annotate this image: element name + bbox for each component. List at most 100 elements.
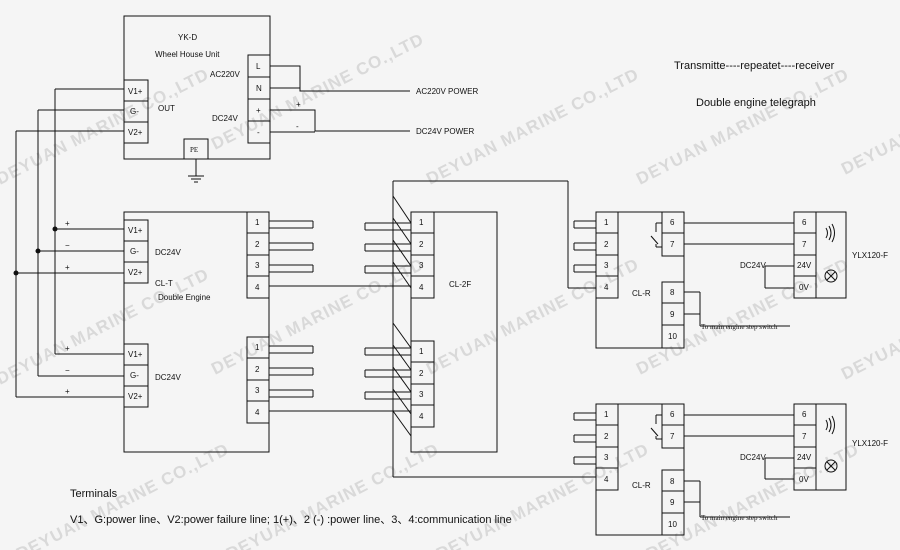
clr-switch-terminals	[661, 281, 685, 349]
junction-dot	[13, 270, 19, 276]
switch-note: To main engine step switch	[701, 514, 778, 522]
lamp-icon	[824, 459, 838, 473]
clt-desc: Double Engine	[158, 293, 211, 302]
diagram-title: Transmitte----repeatet----receiver	[674, 60, 835, 72]
terminal-label: 0V	[799, 475, 809, 484]
dc-power-wire	[270, 109, 410, 132]
clr-name: CL-R	[632, 481, 651, 490]
terminal-label: 9	[670, 498, 675, 507]
terminal-label: 3	[419, 390, 424, 399]
watermark: DEYUAN MARINE CO.,LTD	[633, 64, 852, 188]
wheelhouse-out-label: OUT	[158, 104, 175, 113]
terminal-label: 3	[255, 386, 260, 395]
terminal-label: 1	[255, 218, 260, 227]
ylx-unit-upper: 6 7 24V 0V YLX120-F DC24V	[740, 211, 888, 299]
ylx-dc-label: DC24V	[740, 261, 766, 270]
terminal-label: V1+	[128, 350, 143, 359]
clr-upper-output-wires: To main engine step switch	[684, 222, 794, 331]
watermark: DEYUAN MARINE CO.,LTD	[423, 254, 642, 378]
ylx-name: YLX120-F	[852, 439, 888, 448]
wheelhouse-unit: YK-D Wheel House Unit OUT AC220V DC24V V…	[123, 15, 478, 183]
diagram-subtitle: Double engine telegraph	[696, 97, 816, 109]
clt-unit: CL-T Double Engine DC24V DC24V V1+ G- V2…	[123, 211, 270, 453]
clt-dc-label: DC24V	[155, 373, 181, 382]
terminal-label: 6	[802, 218, 807, 227]
ground-icon	[188, 175, 204, 183]
pe-label: PE	[190, 146, 198, 154]
plus-sign: +	[296, 100, 301, 109]
buzzer-icon	[825, 223, 835, 243]
terminal-label: 3	[255, 261, 260, 270]
terminal-label: 7	[670, 240, 675, 249]
terminal-label: 1	[255, 343, 260, 352]
terminal-label: 3	[604, 261, 609, 270]
terminal-label: 10	[668, 332, 677, 341]
clr-output-terminals	[661, 211, 685, 257]
relay-switch-icon	[650, 222, 662, 248]
junction-dot	[52, 226, 58, 232]
terminal-label: 8	[670, 288, 675, 297]
terminal-label: N	[256, 84, 262, 93]
terminal-label: V2+	[128, 128, 143, 137]
watermark: DEYUAN MARINE CO.,LTD	[838, 259, 900, 383]
terminal-label: 1	[604, 410, 609, 419]
terminal-label: 7	[802, 432, 807, 441]
terminal-label: 9	[670, 310, 675, 319]
terminal-label: 7	[670, 432, 675, 441]
terminal-label: 2	[604, 240, 609, 249]
wheelhouse-dc-label: DC24V	[212, 114, 238, 123]
terminal-label: V1+	[128, 87, 143, 96]
clr-lower-output-wires: To main engine step switch	[684, 414, 794, 522]
terminal-label: G-	[130, 247, 139, 256]
cl2f-box	[410, 211, 498, 453]
minus-sign: −	[65, 241, 70, 250]
watermark: DEYUAN MARINE CO.,LTD	[633, 254, 852, 378]
terminal-label: 2	[419, 369, 424, 378]
terminal-label: 4	[604, 475, 609, 484]
watermark: DEYUAN MARINE CO.,LTD	[433, 439, 652, 550]
terminal-label: 0V	[799, 283, 809, 292]
terminal-label: 3	[604, 453, 609, 462]
clr-lower-input-wires	[568, 412, 596, 478]
terminal-label: 4	[419, 412, 424, 421]
plus-sign: +	[65, 263, 70, 272]
watermark: DEYUAN MARINE CO.,LTD	[0, 264, 212, 388]
wheelhouse-desc: Wheel House Unit	[155, 50, 220, 59]
terminal-label: -	[257, 128, 260, 137]
clt-box	[123, 211, 270, 453]
clr-unit-lower: CL-R 1 2 3 4 6 7 8 9 10	[595, 403, 685, 536]
cl2f-name: CL-2F	[449, 280, 471, 289]
ylx-dc-label: DC24V	[740, 453, 766, 462]
switch-note: To main engine step switch	[701, 323, 778, 331]
terminals-heading: Terminals	[70, 488, 118, 500]
terminal-label: 2	[255, 365, 260, 374]
terminal-label: 6	[670, 218, 675, 227]
clt-to-cl2f-wires	[269, 220, 411, 412]
clr-upper-input-wires	[567, 181, 596, 289]
terminal-label: 6	[670, 410, 675, 419]
buzzer-icon	[825, 415, 835, 435]
terminal-label: 4	[419, 283, 424, 292]
terminal-label: V1+	[128, 226, 143, 235]
relay-switch-icon	[650, 414, 662, 440]
plus-sign: +	[65, 387, 70, 396]
terminal-label: 2	[604, 432, 609, 441]
clt-power-terminals-upper	[123, 219, 149, 284]
watermark: DEYUAN MARINE CO.,LTD	[223, 439, 442, 550]
terminal-label: G-	[130, 107, 139, 116]
terminal-label: 3	[419, 261, 424, 270]
clt-dc-label: DC24V	[155, 248, 181, 257]
junction-dot	[35, 248, 41, 254]
cl2f-unit: CL-2F 1 2 3 4 1 2 3 4	[410, 211, 498, 453]
terminals-description: V1、G:power line、V2:power failure line; 1…	[70, 514, 512, 526]
clt-name: CL-T	[155, 279, 173, 288]
wheelhouse-name: YK-D	[178, 33, 197, 42]
terminal-label: 1	[419, 347, 424, 356]
minus-sign: −	[65, 366, 70, 375]
terminal-label: 24V	[797, 261, 812, 270]
left-bus-wires: + − + + − +	[13, 88, 124, 398]
ac-power-label: AC220V POWER	[416, 87, 478, 96]
plus-sign: +	[65, 219, 70, 228]
watermark: DEYUAN MARINE CO.,LTD	[208, 29, 427, 153]
